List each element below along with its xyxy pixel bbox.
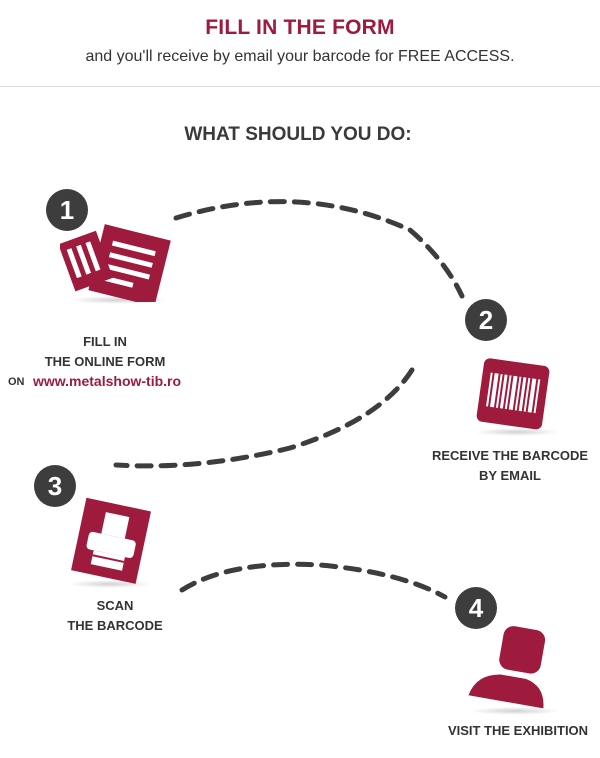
step-2-label-line2: BY EMAIL [479,468,541,483]
step-4-label: VISIT THE EXHIBITION [430,721,600,741]
step-3-label: SCAN THE BARCODE [40,596,190,636]
visitor-icon [468,626,546,709]
step-1-prefix: ON [8,376,25,388]
step-3-label-line1: SCAN [96,598,134,613]
barcode-icon-shadow [474,428,560,436]
step-1-badge: 1 [46,189,88,231]
step-2-badge: 2 [465,299,507,341]
form-icon [60,224,171,302]
header: FILL IN THE FORM and you'll receive by e… [0,0,600,87]
step-2-label: RECEIVE THE BARCODE BY EMAIL [420,446,600,486]
section-title: WHAT SHOULD YOU DO: [184,124,412,145]
website-link[interactable]: www.metalshow-tib.ro [33,373,182,389]
step-4-label-line1: VISIT THE EXHIBITION [447,723,589,738]
step-2-label-line1: RECEIVE THE BARCODE [431,448,589,463]
step-4-badge: 4 [455,587,497,629]
scanner-icon-shadow [68,580,152,588]
page-title: FILL IN THE FORM [205,16,395,39]
step-3-badge: 3 [34,465,76,507]
dashed-path-2-3 [113,367,415,469]
barcode-icon [476,358,550,430]
scanner-icon [71,497,151,584]
dashed-path-3-4 [179,561,448,600]
step-1-label: FILL IN THE ONLINE FORM [40,332,170,372]
step-1-label-line2: THE ONLINE FORM [44,354,166,369]
visitor-icon-shadow [470,707,560,715]
step-3-label-line2: THE BARCODE [67,618,163,633]
dashed-path-1-2 [173,199,465,299]
form-icon-shadow [68,296,168,304]
step-1-label-line1: FILL IN [83,334,127,349]
page-subtitle: and you'll receive by email your barcode… [85,48,515,65]
